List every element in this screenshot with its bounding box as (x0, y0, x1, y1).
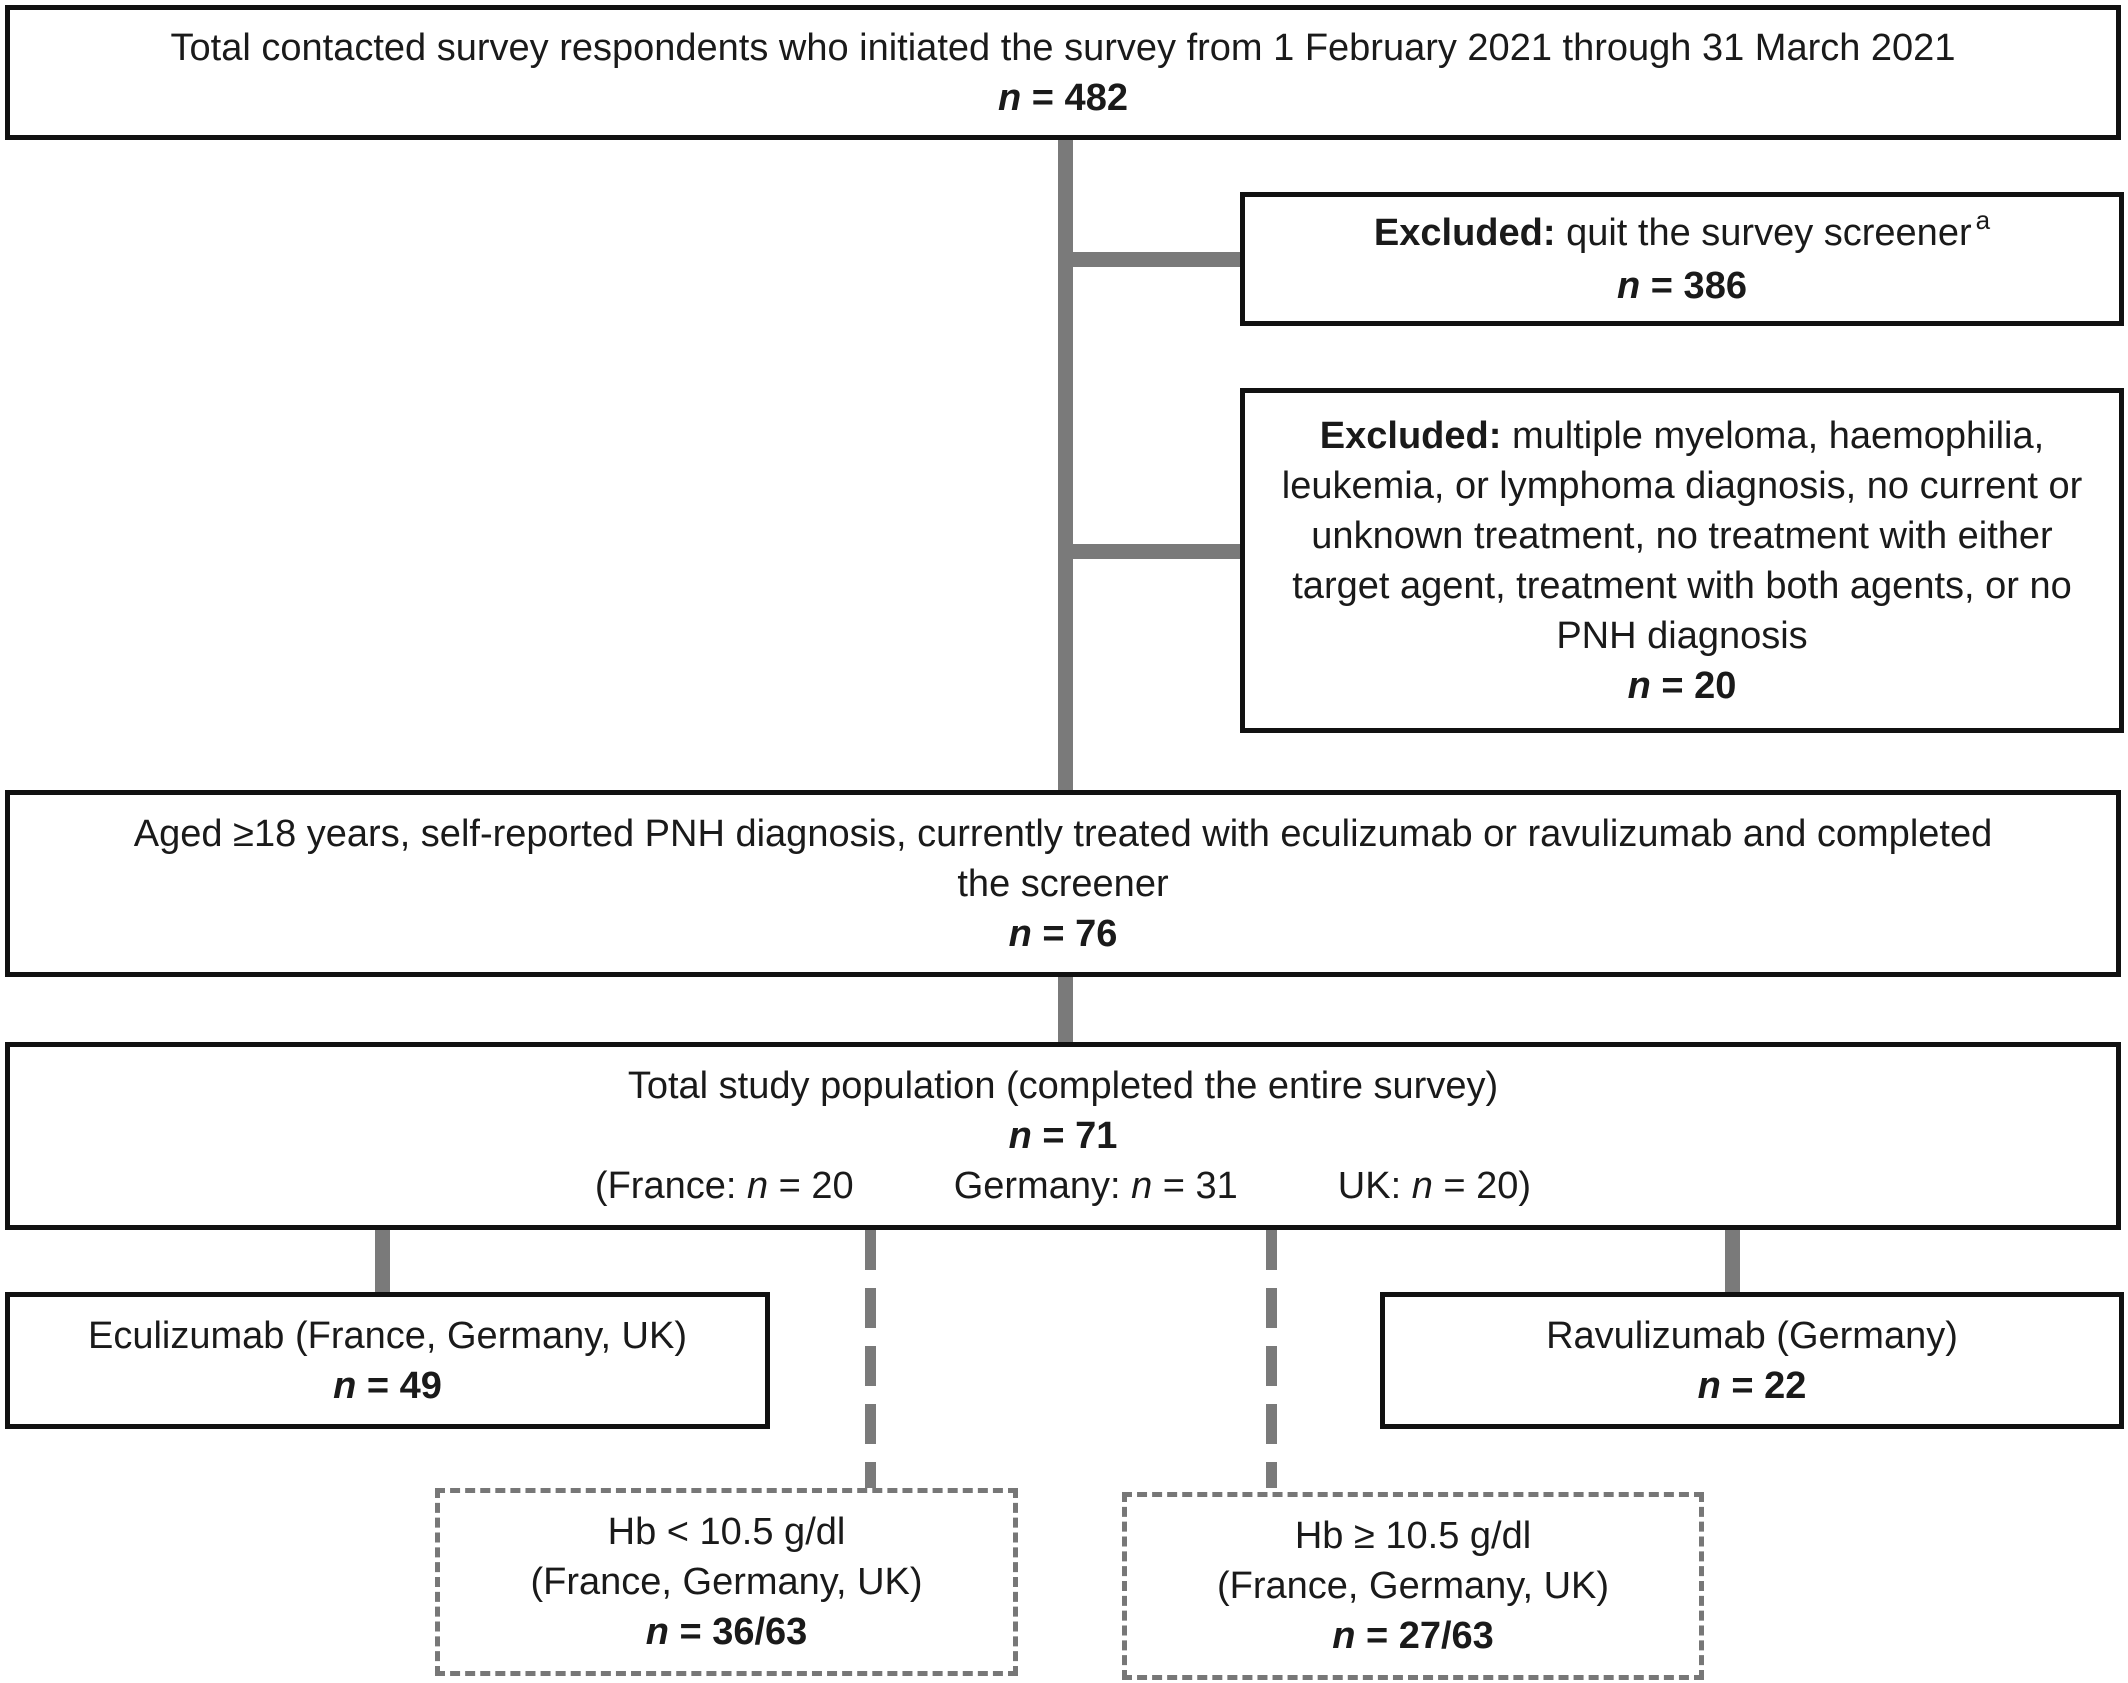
connector-to-excluded1 (1073, 252, 1243, 267)
eculizumab-box: Eculizumab (France, Germany, UK) n = 49 (5, 1292, 770, 1429)
excluded-screener-count: n = 386 (1617, 264, 1747, 307)
connector-to-excluded2 (1073, 544, 1243, 559)
eligible-respondents-box: Aged ≥18 years, self-reported PNH diagno… (5, 790, 2121, 977)
eculizumab-text: Eculizumab (France, Germany, UK) (87, 1314, 688, 1357)
hb-low-box: Hb < 10.5 g/dl (France, Germany, UK) n =… (435, 1488, 1018, 1676)
total-respondents-count: n = 482 (998, 76, 1128, 119)
study-population-text: Total study population (completed the en… (627, 1065, 1499, 1107)
total-respondents-text: Total contacted survey respondents who i… (170, 26, 1956, 69)
connector-aged-to-study (1058, 977, 1073, 1042)
footnote-marker: a (1975, 204, 1991, 235)
connector-main-trunk (1058, 140, 1073, 790)
dashed-connector-to-hb-low (865, 1230, 876, 1488)
excluded-criteria-count: n = 20 (1627, 664, 1737, 707)
country-france: (France: n = 20 (594, 1165, 854, 1207)
total-respondents-box: Total contacted survey respondents who i… (5, 5, 2121, 140)
eligible-respondents-text: Aged ≥18 years, self-reported PNH diagno… (133, 812, 1993, 905)
country-germany: Germany: n = 31 (953, 1165, 1238, 1207)
country-breakdown: (France: n = 20 Germany: n = 31 UK: n = 20… (595, 1161, 1531, 1211)
hb-low-threshold: Hb < 10.5 g/dl (607, 1511, 846, 1553)
ravulizumab-count: n = 22 (1697, 1364, 1807, 1407)
study-population-box: Total study population (completed the en… (5, 1042, 2121, 1230)
hb-high-countries: (France, Germany, UK) (1216, 1565, 1610, 1607)
connector-study-to-eculizumab (375, 1230, 390, 1292)
connector-study-to-ravulizumab (1725, 1230, 1740, 1292)
ravulizumab-box: Ravulizumab (Germany) n = 22 (1380, 1292, 2124, 1429)
hb-high-count: n = 27/63 (1332, 1615, 1494, 1657)
eculizumab-count: n = 49 (333, 1364, 442, 1407)
excluded-criteria-box: Excluded: multiple myeloma, haemophilia,… (1240, 388, 2124, 733)
excluded-criteria-text: Excluded: multiple myeloma, haemophilia,… (1281, 414, 2083, 657)
hb-low-countries: (France, Germany, UK) (530, 1561, 923, 1603)
hb-high-threshold: Hb ≥ 10.5 g/dl (1294, 1515, 1532, 1557)
hb-low-count: n = 36/63 (645, 1611, 808, 1653)
hb-high-box: Hb ≥ 10.5 g/dl (France, Germany, UK) n =… (1122, 1492, 1704, 1680)
ravulizumab-text: Ravulizumab (Germany) (1546, 1314, 1958, 1357)
dashed-connector-to-hb-high (1266, 1230, 1277, 1488)
eligible-respondents-count: n = 76 (1008, 912, 1118, 955)
study-population-count: n = 71 (1008, 1115, 1118, 1157)
country-uk: UK: n = 20) (1337, 1165, 1532, 1207)
